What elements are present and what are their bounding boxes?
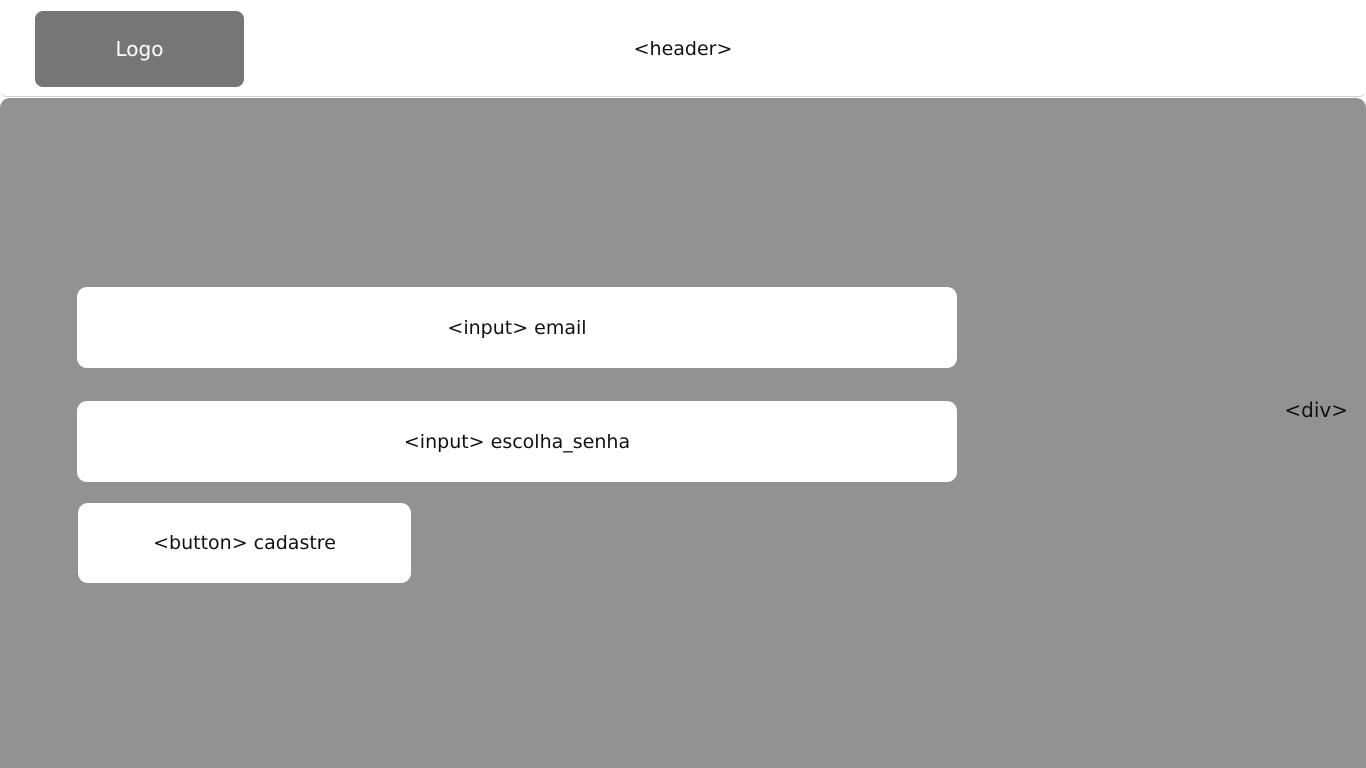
password-input[interactable]: <input> escolha_senha (77, 401, 957, 482)
email-input[interactable]: <input> email (77, 287, 957, 368)
div-label: <div> (1284, 398, 1348, 422)
header: Logo <header> (0, 0, 1366, 97)
header-label: <header> (633, 37, 733, 60)
main-container: <input> email <input> escolha_senha <but… (0, 98, 1366, 768)
register-button[interactable]: <button> cadastre (78, 503, 411, 583)
logo[interactable]: Logo (35, 11, 244, 87)
